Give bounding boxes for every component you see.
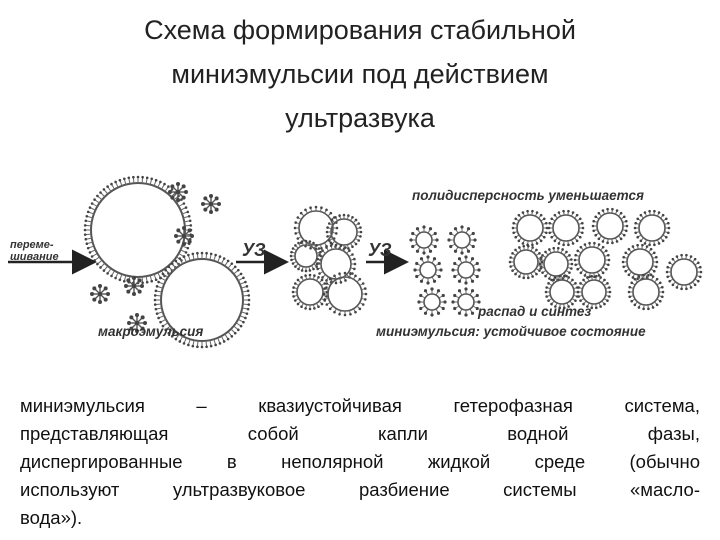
droplet	[633, 209, 671, 247]
macroemulsion-droplets	[83, 175, 251, 349]
droplet	[508, 244, 544, 280]
droplet	[451, 255, 481, 285]
droplet	[538, 246, 574, 282]
mixing-label-line-2: шивание	[10, 251, 59, 263]
droplet	[627, 273, 665, 311]
droplet	[447, 225, 477, 255]
droplet	[325, 213, 363, 251]
definition-line-2: представляющая собой капли водной фазы,	[20, 423, 700, 444]
micelle	[90, 284, 110, 304]
droplet	[547, 209, 585, 247]
definition-text: миниэмульсия – квазиустойчивая гетерофаз…	[20, 392, 700, 532]
definition-line-3: диспергированные в неполярной жидкой сре…	[20, 451, 700, 472]
mixing-label-line-1: переме-	[10, 239, 54, 251]
droplet	[289, 239, 323, 273]
droplet	[576, 274, 612, 310]
ultrasound-label-1: УЗ	[242, 240, 266, 260]
decay-synthesis-label: распад и синтез	[477, 304, 591, 319]
droplet	[417, 287, 447, 317]
droplet	[409, 225, 439, 255]
definition-line-5: вода»).	[20, 507, 83, 528]
macroemulsion-label: макроэмульсия	[98, 324, 203, 339]
micelle	[174, 226, 194, 246]
micelle	[201, 194, 221, 214]
droplet	[511, 209, 549, 247]
droplet	[621, 243, 659, 281]
miniemulsion-formation-diagram: переме- шивание УЗ УЗ полидисперсность у…	[0, 152, 720, 370]
title-line-1: Схема формирования стабильной	[144, 15, 576, 45]
definition-line-4: используют ультразвуковое разбиение сист…	[20, 479, 700, 500]
diagram-canvas: переме- шивание УЗ УЗ полидисперсность у…	[8, 175, 703, 349]
droplet	[153, 251, 251, 349]
miniemulsion-droplets	[508, 207, 703, 311]
ultrasound-label-2: УЗ	[368, 240, 392, 260]
polydispersity-label: полидисперсность уменьшается	[412, 188, 644, 203]
droplet	[451, 287, 481, 317]
droplet	[322, 271, 368, 317]
definition-line-1: миниэмульсия – квазиустойчивая гетерофаз…	[20, 395, 700, 416]
droplet	[591, 207, 629, 245]
droplet	[291, 273, 329, 311]
title-line-2: миниэмульсии под действием	[171, 59, 549, 89]
micelle	[168, 182, 188, 202]
intermediate-droplets	[289, 205, 368, 317]
droplet	[413, 255, 443, 285]
small-spiky-droplets	[409, 225, 481, 317]
slide-title: Схема формирования стабильной миниэмульс…	[60, 8, 660, 140]
micelle	[127, 313, 147, 333]
droplet	[573, 241, 611, 279]
droplet	[665, 253, 703, 291]
miniemulsion-label: миниэмульсия: устойчивое состояние	[376, 324, 646, 339]
title-line-3: ультразвука	[285, 103, 435, 133]
micelle	[124, 276, 144, 296]
